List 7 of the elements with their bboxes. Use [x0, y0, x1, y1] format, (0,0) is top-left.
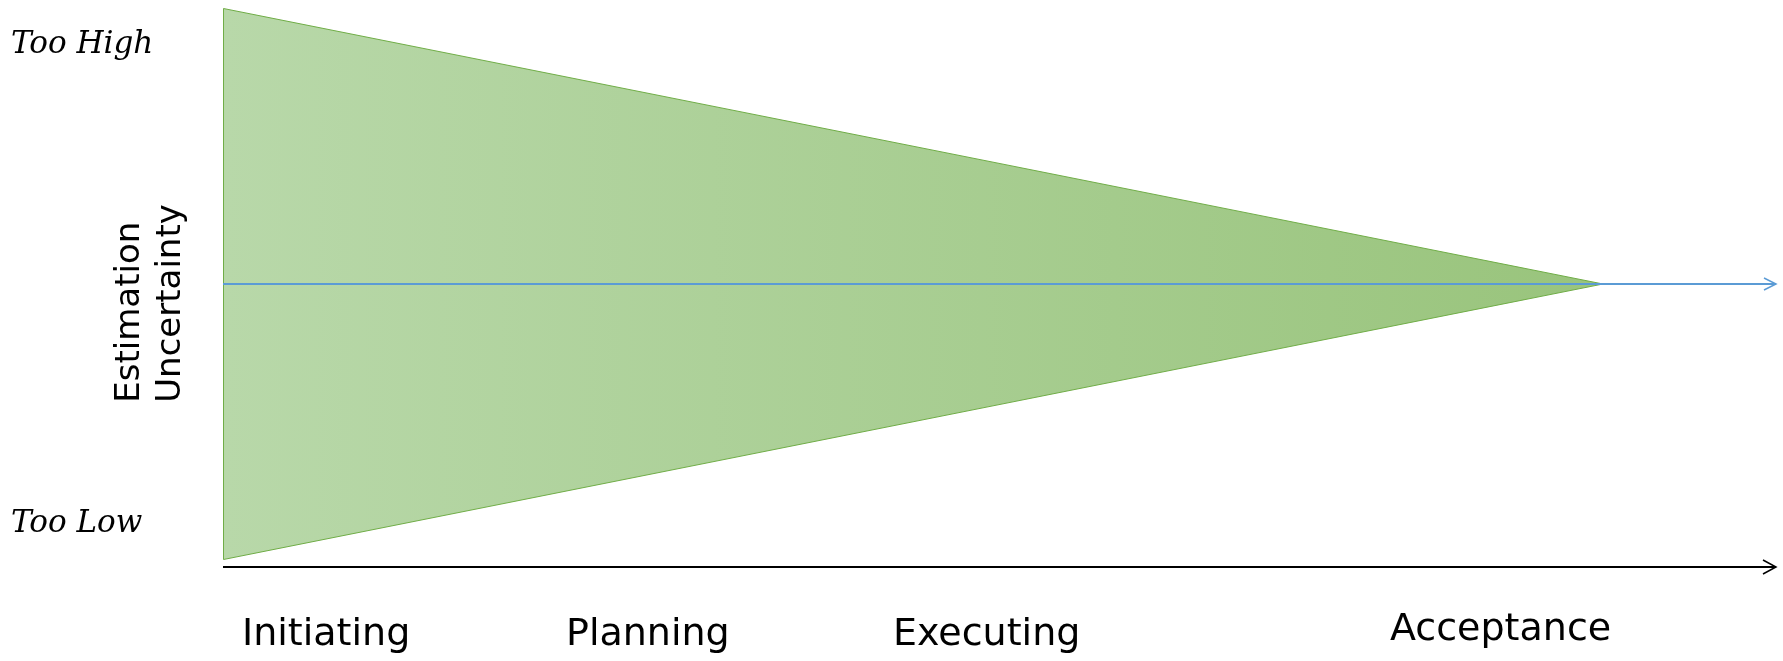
scale-label: Too High — [11, 25, 154, 60]
phase-label: Initiating — [242, 612, 411, 654]
axis-title: Estimation Uncertainty — [107, 203, 189, 403]
phase-label: Acceptance — [1390, 607, 1612, 649]
scale-label: Too Low — [11, 504, 143, 539]
phase-label: Executing — [893, 612, 1081, 654]
phase-label: Planning — [566, 612, 730, 654]
